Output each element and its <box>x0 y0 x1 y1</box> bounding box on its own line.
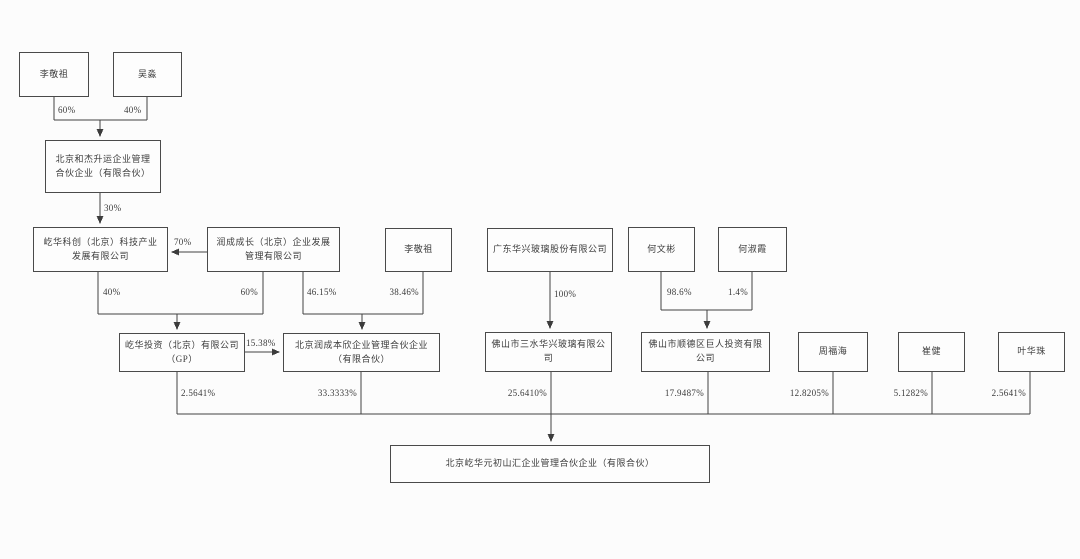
node-company-yihua-yuanchu-shanhui: 北京屹华元初山汇企业管理合伙企业（有限合伙） <box>390 445 710 483</box>
ownership-percentage-label: 25.6410% <box>507 388 547 398</box>
node-company-hejie-shengyun: 北京和杰升运企业管理 合伙企业（有限合伙） <box>45 140 161 193</box>
ownership-percentage-label: 60% <box>240 287 258 297</box>
node-company-yihua-kechuang: 屹华科创（北京）科技产业 发展有限公司 <box>33 227 168 272</box>
node-person-he-wenbin: 何文彬 <box>628 227 695 272</box>
node-person-he-shuxia: 何淑霞 <box>718 227 787 272</box>
node-person-wu-miao: 吴淼 <box>113 52 182 97</box>
node-person-zhou-fuhai: 周福海 <box>798 332 868 372</box>
node-person-ye-huazhu: 叶华珠 <box>998 332 1065 372</box>
ownership-percentage-label: 70% <box>174 237 192 247</box>
ownership-percentage-label: 2.5641% <box>181 388 216 398</box>
ownership-percentage-label: 38.46% <box>389 287 419 297</box>
ownership-percentage-label: 40% <box>124 105 142 115</box>
node-company-sanshui-huaxing: 佛山市三水华兴玻璃有限公 司 <box>485 332 612 372</box>
ownership-percentage-label: 100% <box>554 289 577 299</box>
node-person-li-jingzu-2: 李敬祖 <box>385 228 452 272</box>
node-company-yihua-investment-gp: 屹华投资（北京）有限公司 （GP） <box>119 333 245 372</box>
ownership-percentage-label: 60% <box>58 105 76 115</box>
ownership-percentage-label: 40% <box>103 287 121 297</box>
ownership-percentage-label: 46.15% <box>307 287 337 297</box>
node-company-runcheng-benxin: 北京润成本欣企业管理合伙企业 （有限合伙） <box>283 333 440 372</box>
node-person-li-jingzu-top: 李敬祖 <box>19 52 89 97</box>
ownership-percentage-label: 30% <box>104 203 122 213</box>
ownership-percentage-label: 98.6% <box>667 287 692 297</box>
node-company-shunde-juren: 佛山市顺德区巨人投资有限 公司 <box>641 332 770 372</box>
node-person-cui-jian: 崔健 <box>898 332 965 372</box>
ownership-percentage-label: 1.4% <box>728 287 748 297</box>
node-company-runcheng-chengzhang: 润成成长（北京）企业发展 管理有限公司 <box>207 227 340 272</box>
ownership-percentage-label: 2.5641% <box>991 388 1026 398</box>
node-company-guangdong-huaxing: 广东华兴玻璃股份有限公司 <box>487 228 613 272</box>
ownership-percentage-label: 33.3333% <box>317 388 357 398</box>
ownership-percentage-label: 12.8205% <box>789 388 829 398</box>
ownership-percentage-label: 5.1282% <box>893 388 928 398</box>
ownership-percentage-label: 17.9487% <box>664 388 704 398</box>
ownership-percentage-label: 15.38% <box>246 338 276 348</box>
